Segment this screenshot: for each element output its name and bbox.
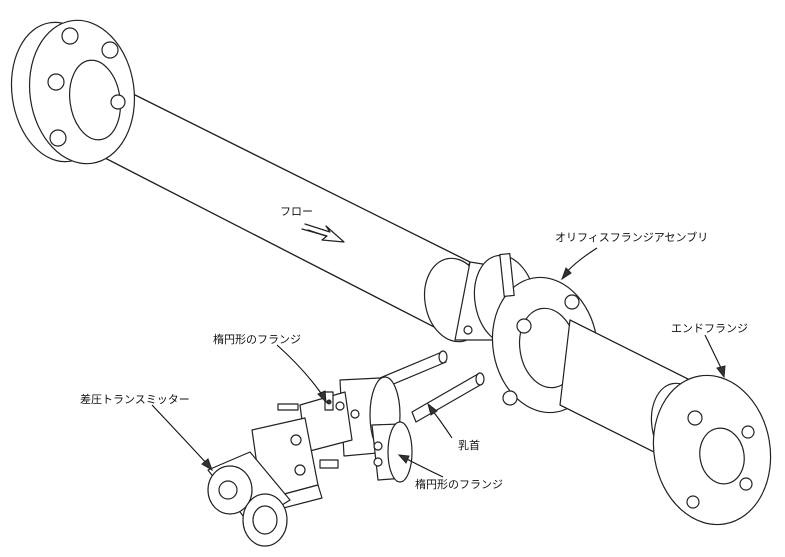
label-orifice-assembly: オリフィスフランジアセンブリ (555, 231, 709, 244)
ellipse-flange-lower-block (371, 421, 413, 483)
label-end-flange: エンドフランジ (671, 322, 748, 335)
flow-arrow (301, 223, 345, 243)
label-flow: フロー (280, 205, 313, 218)
orifice-flange-assembly (423, 252, 599, 414)
leader-lines (151, 247, 726, 478)
label-nipple: 乳首 (458, 439, 480, 452)
upstream-end-flange (10, 19, 136, 165)
label-ellipse-flange-top: 楕円形のフランジ (213, 333, 301, 346)
downstream-end-flange (650, 374, 772, 526)
dp-transmitter (207, 417, 339, 547)
label-dp-transmitter: 差圧トランスミッター (80, 393, 190, 406)
label-ellipse-flange-bottom: 楕円形のフランジ (415, 478, 503, 491)
